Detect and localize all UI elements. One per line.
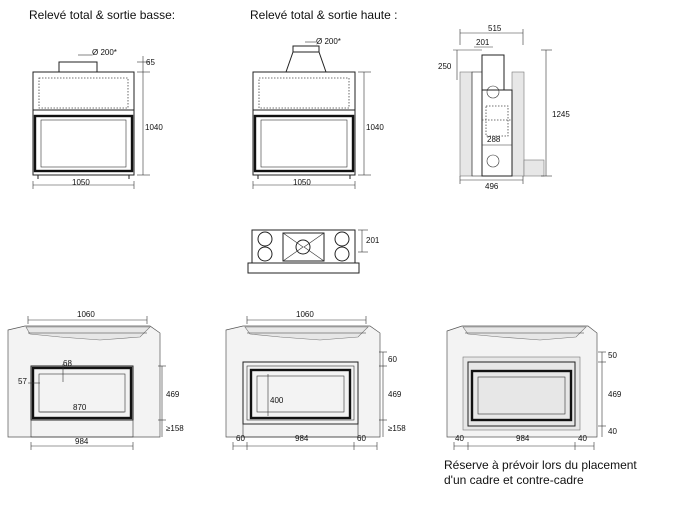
dim-install1-height: 469 [166,390,180,399]
dim-install1-offset-left: 57 [18,377,27,386]
dim-high-width: 1050 [293,178,311,187]
dim-install2-left: 60 [236,434,245,443]
fireplace-side-view [453,29,552,184]
dim-low-top: 65 [146,58,155,67]
dim-side-top-height: 250 [438,62,452,71]
dim-install1-width: 984 [75,437,89,446]
dim-install1-base: ≥158 [166,424,184,433]
dim-side-total-height: 1245 [552,110,570,119]
dim-install2-top: 60 [388,355,397,364]
dim-install2-width: 984 [295,434,309,443]
installation-view-2 [225,316,387,450]
dim-side-inner: 288 [487,135,501,144]
dim-install2-inner-height: 400 [270,396,284,405]
dim-install3-top: 50 [608,351,617,360]
dim-install1-inner-width: 870 [73,403,87,412]
note-line-2: d'un cadre et contre-cadre [444,473,584,487]
dim-install1-top-width: 1060 [77,310,95,319]
dim-high-diameter: Ø 200* [316,37,341,46]
note-line-1: Réserve à prévoir lors du placement [444,458,637,472]
installation-view-1 [7,316,166,450]
dim-low-height: 1040 [145,123,163,132]
dim-high-height: 1040 [366,123,384,132]
fireplace-top-view [247,229,368,274]
dim-install3-height: 469 [608,390,622,399]
caption-high-outlet: Relevé total & sortie haute : [250,8,398,22]
dim-install3-bottom: 40 [608,427,617,436]
caption-low-outlet: Relevé total & sortie basse: [29,8,176,22]
dim-install3-left: 40 [455,434,464,443]
installation-view-3 [446,325,606,450]
dim-install2-right: 60 [357,434,366,443]
installation-note: Réserve à prévoir lors du placement d'un… [444,458,637,488]
dim-low-width: 1050 [72,178,90,187]
dim-install2-top-width: 1060 [296,310,314,319]
dim-install3-right: 40 [578,434,587,443]
fireplace-front-low-outlet [32,54,150,189]
dim-install2-height: 469 [388,390,402,399]
dim-low-diameter: Ø 200* [92,48,117,57]
dim-install2-base: ≥158 [388,424,406,433]
fireplace-front-high-outlet [252,41,371,189]
dim-plan-depth: 201 [366,236,380,245]
dim-side-base: 496 [485,182,499,191]
dim-side-collar: 201 [476,38,490,47]
dim-install3-width: 984 [516,434,530,443]
dim-install1-offset-top: 68 [63,359,72,368]
dim-side-top-width: 515 [488,24,502,33]
